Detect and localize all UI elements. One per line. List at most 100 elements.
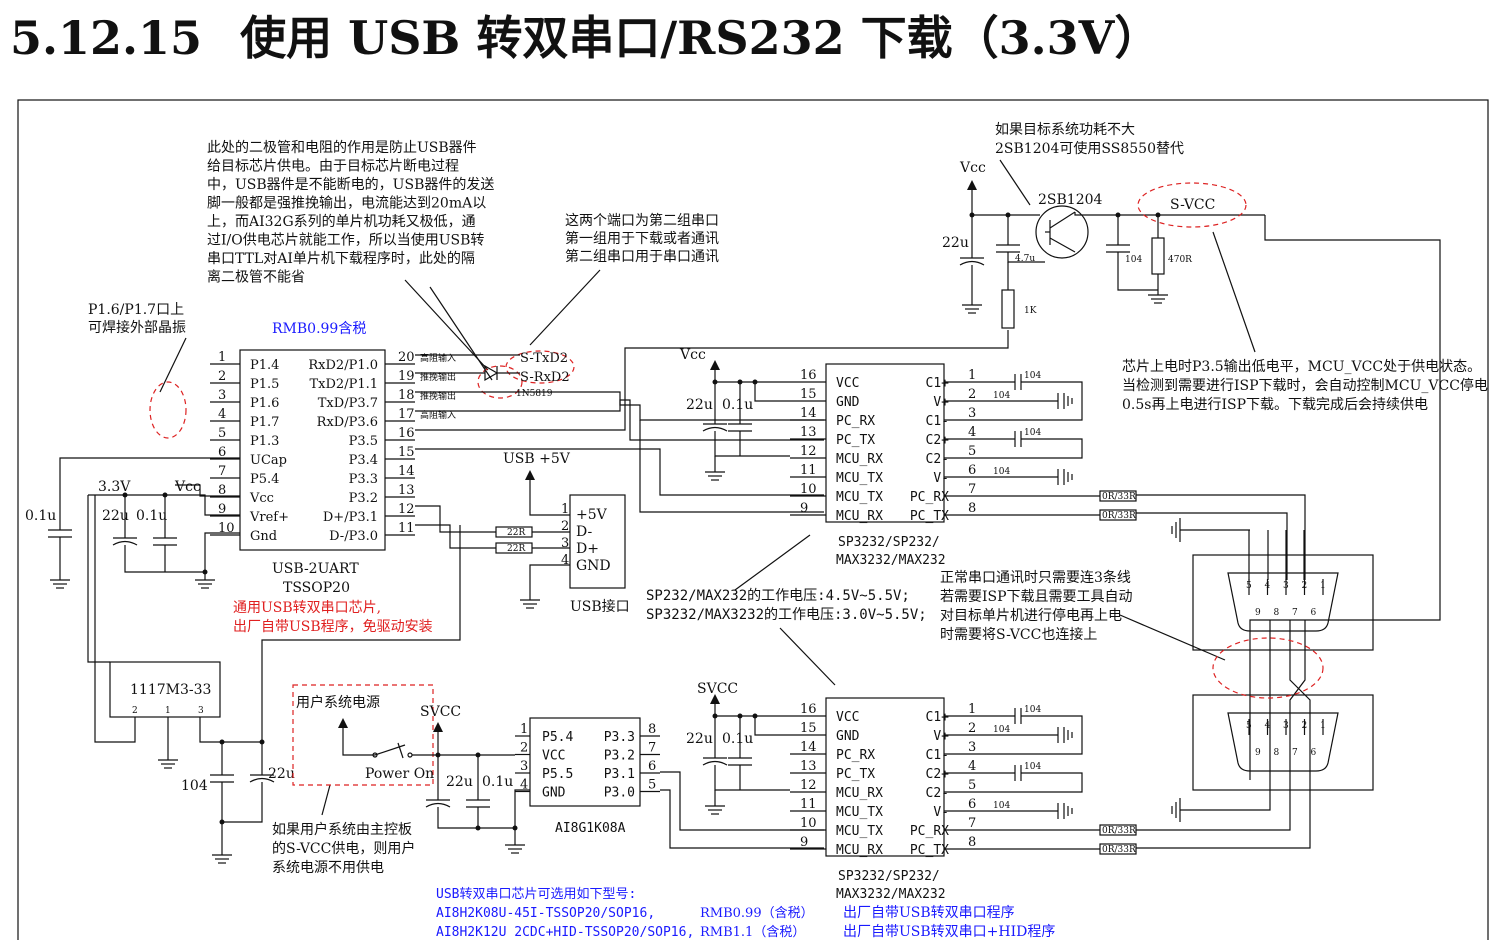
usb-chip-pin-num: 3 [218, 388, 226, 403]
sp-cap-label: 104 [993, 801, 1010, 811]
sp-chip-body [825, 697, 945, 857]
sp-pin-name: C1- [926, 414, 949, 429]
sp-pin-num: 12 [800, 444, 817, 459]
mcu-vcc-note: 芯片上电时P3.5输出低电平，MCU_VCC处于供电状态。当检测到需要进行ISP… [1122, 359, 1488, 413]
mcu-pin-name: P3.0 [604, 786, 635, 801]
usb-2uart-chip [239, 349, 386, 551]
sp-pin-name: PC_TX [910, 509, 949, 524]
usb-chip-pin-note: 推挽输出 [420, 390, 456, 402]
usb-chip-pin-name: D+/P3.1 [323, 510, 378, 525]
mcu-pin-num: 7 [648, 741, 656, 756]
reg-pin-3: 3 [198, 706, 204, 716]
usb-chip-pin-num: 16 [398, 426, 415, 441]
usb-chip-pin-num: 5 [218, 426, 226, 441]
crossover-marker [1212, 637, 1324, 699]
usb-chip-pin-name: P1.4 [250, 358, 279, 373]
sp-pin-name: V+ [933, 729, 949, 744]
sp-pin-name: MCU_RX [836, 843, 883, 858]
usb-connector-pin-num: 2 [561, 519, 569, 534]
diode-note-line: 中，USB器件是不能断电的，USB器件的发送 [207, 177, 494, 193]
usb-chip-pin-note: 高阻输入 [420, 409, 456, 421]
port-note-line: 第一组用于下载或者通讯 [565, 230, 719, 247]
mcu-pin-num: 1 [520, 722, 528, 737]
resistor-1k [1001, 289, 1015, 329]
sp-pin-num: 7 [968, 816, 976, 831]
option-desc: 出厂自带USB转双串口程序 [843, 905, 1015, 921]
port-marker [505, 350, 575, 384]
cap-22u-left: 22u [102, 508, 129, 524]
usb-chip-pin-num: 12 [398, 502, 415, 517]
usb-5v-label: USB +5V [503, 451, 571, 467]
reg-pin-2: 2 [132, 706, 138, 716]
cap-01u-mcu: 0.1u [482, 774, 513, 790]
sp-pin-num: 6 [968, 797, 976, 812]
mcu-chip [529, 717, 641, 807]
options-title: USB转双串口芯片可选用如下型号: [436, 886, 636, 902]
usb-chip-pin-name: P1.3 [250, 434, 279, 449]
usb-chip-note-line: 通用USB转双串口芯片, [233, 600, 381, 616]
db9-frame [1192, 694, 1374, 791]
usb-chip-pin-name: P3.5 [349, 434, 378, 449]
sp-pin-name: VCC [836, 376, 859, 391]
usb-chip-pin-num: 9 [218, 502, 226, 517]
sp-output-resistor [1099, 490, 1137, 502]
usb-chip-pin-name: D-/P3.0 [329, 529, 378, 544]
sp-pin-name: MCU_TX [836, 805, 883, 820]
sp-pin-num: 8 [968, 501, 976, 516]
diode-note-line: 给目标芯片供电。由于目标芯片断电过程 [207, 159, 459, 175]
sp-pin-name: C2+ [926, 433, 950, 448]
diode-note-line: 离二极管不能省 [207, 269, 305, 286]
mcu-pin-num: 2 [520, 741, 528, 756]
sp-pin-name: C1- [926, 748, 949, 763]
v33-label: 3.3V [98, 479, 131, 495]
usb-chip-pin-note: 高阻输入 [420, 352, 456, 364]
port-note-line: 第二组串口用于串口通讯 [565, 248, 719, 265]
sp-pin-num: 14 [800, 740, 817, 755]
mcu-pin-num: 5 [648, 778, 656, 793]
usb-chip-pin-num: 19 [398, 369, 415, 384]
cap-01u-left2: 0.1u [136, 508, 167, 524]
option-part: AI8H2K12U 2CDC+HID-TSSOP20/SOP16, [436, 925, 694, 940]
sp-pin-num: 1 [968, 702, 976, 717]
sp-cap-label: 104 [1024, 428, 1041, 438]
usb-connector-pin-name: +5V [576, 507, 608, 523]
s-vcc-label: S-VCC [1170, 197, 1215, 213]
serial-note-line: 若需要ISP下载且需要工具自动 [940, 589, 1133, 605]
sp-pin-name: MCU_TX [836, 824, 883, 839]
voltage-note: SP232/MAX232的工作电压:4.5V~5.5V;SP3232/MAX32… [646, 588, 927, 623]
s-rxd-label: S-RxD2 [520, 370, 570, 385]
cap-104-top: 104 [1125, 255, 1142, 265]
diode-note: 此处的二极管和电阻的作用是防止USB器件给目标芯片供电。由于目标芯片断电过程中，… [207, 140, 494, 286]
option-part: AI8H2K08U-45I-TSSOP20/SOP16, [436, 906, 655, 921]
sp-chip-name: SP3232/SP232/ [838, 869, 940, 884]
sp-pin-num: 4 [968, 759, 976, 774]
mcu-vcc-note-line: 0.5s再上电进行ISP下载。下载完成后会持续供电 [1122, 396, 1428, 413]
user-power-note-line: 系统电源不用供电 [272, 860, 384, 876]
diode-label: 1N5819 [516, 389, 553, 399]
usb-chip-pin-num: 17 [398, 407, 415, 422]
mcu-pin-num: 8 [648, 722, 656, 737]
sp-pin-num: 12 [800, 778, 817, 793]
usb-chip-pin-name: Vcc [249, 491, 274, 506]
sp-pin-name: C1+ [926, 710, 950, 725]
usb-chip-pin-name: P1.7 [250, 415, 279, 430]
sp-pin-name: MCU_RX [836, 786, 883, 801]
diode-note-line: 上，而AI32G系列的单片机功耗又极低，通 [207, 214, 476, 230]
usb-chip-pin-num: 7 [218, 464, 226, 479]
diode-marker [477, 365, 523, 399]
usb-chip-pin-name: P5.4 [250, 472, 279, 487]
usb-connector-pin-name: D- [576, 524, 592, 540]
sp-output-resistor [1099, 843, 1137, 855]
sp-cap-01u: 0.1u [722, 397, 753, 413]
crystal-note-line: 可焊接外部晶振 [88, 319, 186, 336]
db9-pin-num: 9 [1255, 748, 1261, 758]
sp-pin-num: 15 [800, 387, 817, 402]
db9-pin-num: 8 [1274, 748, 1280, 758]
cap-22u-reg: 22u [268, 766, 295, 782]
sp-pin-num: 5 [968, 778, 976, 793]
usb-chip-pin-num: 18 [398, 388, 415, 403]
